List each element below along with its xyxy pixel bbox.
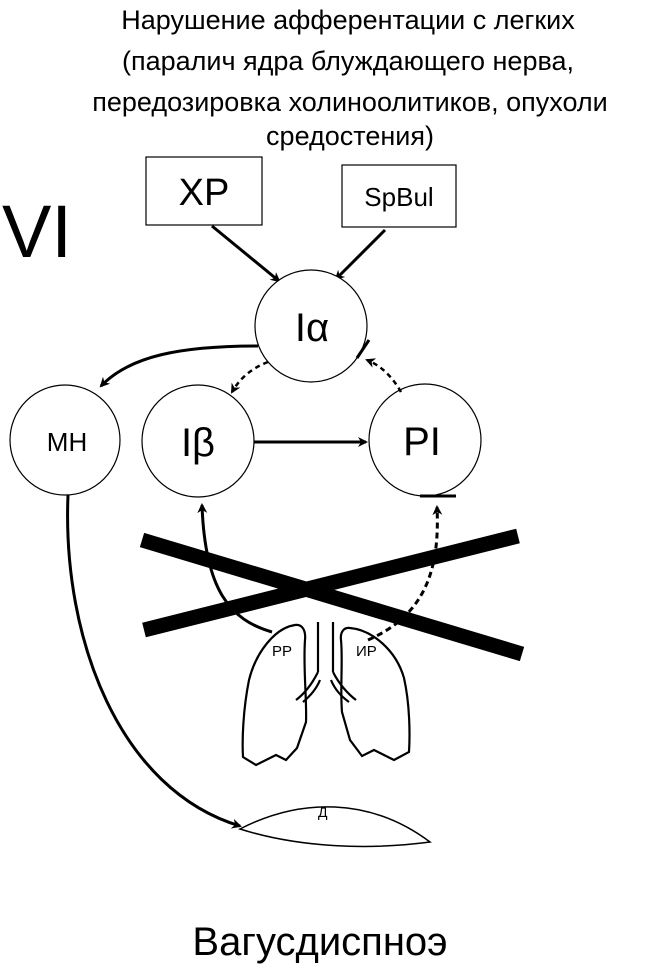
ialpha-inhibition-bar: [355, 339, 371, 359]
mn-node-label: МН: [47, 427, 87, 457]
lung-to-pi-dashed-arrow: [367, 505, 443, 642]
diaphragm-label: Д: [318, 804, 328, 820]
title-line-3: передозировка холиноолитиков, опухоли: [92, 87, 607, 117]
cross-line-2: [142, 528, 520, 638]
cross-line-1: [139, 532, 525, 662]
spbul-to-ialpha-arrow: [334, 228, 387, 281]
diaphragm-shape: [238, 806, 432, 848]
footer-title: Вагусдиспноэ: [192, 920, 447, 964]
lung-label-right: ИР: [356, 643, 377, 660]
ialpha-node-label: Iα: [295, 306, 329, 350]
lung-label-left: РР: [272, 643, 292, 660]
spbul-box-label: SpBul: [364, 182, 433, 212]
roman-numeral: VI: [2, 190, 72, 273]
pi-node-label: PI: [403, 420, 441, 464]
mn-to-diaphragm-arrow: [66, 494, 242, 829]
ialpha-to-ibeta-dashed-arrow: [230, 360, 269, 394]
title-line-2: (паралич ядра блуждающего нерва,: [122, 46, 574, 76]
ialpha-to-mn-arrow: [99, 344, 259, 388]
lungs-icon: [241, 622, 411, 767]
lung-to-ibeta-arrow: [197, 503, 273, 634]
title-line-4: средостения): [266, 121, 434, 151]
spbul-box: [341, 164, 457, 228]
mn-node: [9, 384, 121, 496]
title-line-1: Нарушение афферентации с легких: [121, 5, 575, 35]
ialpha-node: [254, 269, 368, 383]
ibeta-node-label: Iβ: [181, 421, 215, 465]
xp-box: [145, 156, 263, 226]
xp-box-label: XP: [179, 172, 230, 214]
pi-to-ialpha-dashed-arrow: [365, 358, 403, 393]
xp-to-ialpha-arrow: [211, 224, 281, 283]
